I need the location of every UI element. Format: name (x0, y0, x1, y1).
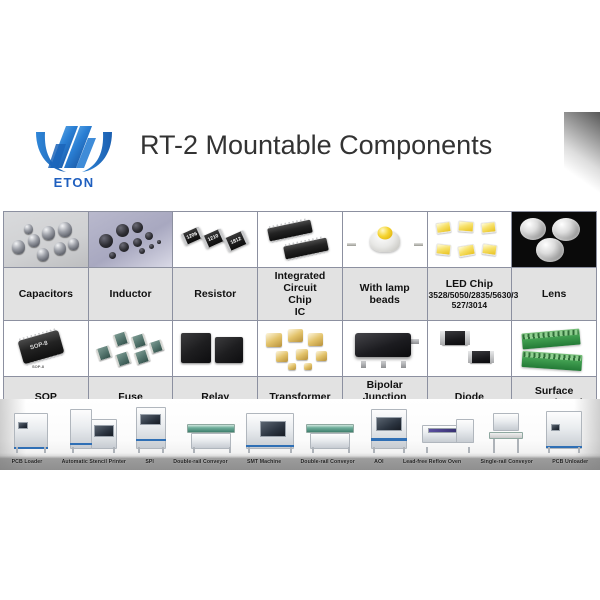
machine-lead-free-reflow-oven (421, 405, 474, 453)
machine-label-double-rail-conveyor-2: Double-rail Conveyor (300, 458, 355, 465)
table-row-images-1: 1206 1210 1812 (3, 211, 597, 268)
art-inductors (89, 212, 172, 267)
machine-label-double-rail-conveyor-1: Double-rail Conveyor (173, 458, 228, 465)
art-capacitors (4, 212, 88, 267)
machine-pcb-unloader (540, 405, 592, 453)
page-title: RT-2 Mountable Components (140, 130, 493, 160)
cell-image-inductor (87, 211, 174, 268)
label-lens: Lens (511, 267, 597, 321)
machine-label-spi: SPI (145, 458, 154, 465)
art-smd (513, 322, 596, 376)
eton-logo: ETON (26, 118, 122, 194)
cell-image-lens (511, 211, 597, 268)
cell-image-ic (257, 211, 343, 268)
machine-label-aoi: AOI (374, 458, 384, 465)
cell-image-capacitors (3, 211, 89, 268)
machine-pcb-loader (8, 405, 60, 453)
art-led-chips (428, 213, 511, 267)
label-led-chip-title: LED Chip (445, 278, 493, 290)
art-sop: SOP-8 SOP-8 (4, 322, 87, 376)
art-fuse (89, 322, 172, 376)
cell-image-smd (511, 320, 597, 377)
art-transformer (259, 322, 342, 376)
components-table: 1206 1210 1812 (3, 211, 597, 418)
machine-double-rail-conveyor-1 (185, 405, 237, 453)
art-relay (174, 322, 257, 376)
art-transistor (343, 322, 426, 376)
machine-single-rail-conveyor (481, 405, 533, 453)
machine-smt (244, 405, 296, 453)
cell-image-sop: SOP-8 SOP-8 (3, 320, 89, 377)
cell-image-relay (172, 320, 259, 377)
production-line-labels: PCB Loader Automatic Stencil Printer SPI… (0, 453, 600, 470)
machine-aoi (363, 405, 415, 453)
machine-label-pcb-loader: PCB Loader (11, 458, 43, 465)
machine-label-lead-free-reflow-oven: Lead-free Reflow Oven (402, 458, 462, 465)
table-row-labels-1: Capacitors Inductor Resistor Integrated … (3, 267, 597, 321)
cell-image-transformer (257, 320, 343, 377)
cell-image-fuse (87, 320, 174, 377)
art-diode (428, 322, 511, 376)
label-capacitors: Capacitors (3, 267, 89, 321)
eton-logo-mark (36, 126, 112, 172)
label-with-lamp-beads: With lamp beads (341, 267, 428, 321)
machine-label-pcb-unloader: PCB Unloader (552, 458, 589, 465)
table-row-images-2: SOP-8 SOP-8 (3, 320, 597, 377)
art-lamp-bead (343, 213, 426, 267)
cell-image-lamp-bead (341, 211, 428, 268)
production-line-strip: PCB Loader Automatic Stencil Printer SPI… (0, 399, 600, 470)
cell-image-transistor (341, 320, 428, 377)
art-resistors: 1206 1210 1812 (174, 213, 257, 267)
label-inductor: Inductor (87, 267, 174, 321)
machine-automatic-stencil-printer (67, 405, 119, 453)
header-corner-gradient (564, 112, 600, 200)
cell-image-diode (426, 320, 513, 377)
eton-logo-text: ETON (53, 175, 95, 190)
label-resistor: Resistor (172, 267, 259, 321)
art-lens (512, 212, 596, 267)
page-header: ETON RT-2 Mountable Components (0, 112, 600, 200)
production-line-machines (0, 399, 600, 453)
machine-spi (126, 405, 178, 453)
machine-double-rail-conveyor-2 (304, 405, 356, 453)
machine-label-single-rail-conveyor: Single-rail Conveyor (480, 458, 533, 465)
machine-label-automatic-stencil-printer: Automatic Stencil Printer (61, 458, 127, 465)
machine-label-smt-machine: SMT Machine (246, 458, 282, 465)
art-ic (259, 213, 342, 267)
cell-image-resistor: 1206 1210 1812 (172, 211, 259, 268)
cell-image-led-chip (426, 211, 513, 268)
